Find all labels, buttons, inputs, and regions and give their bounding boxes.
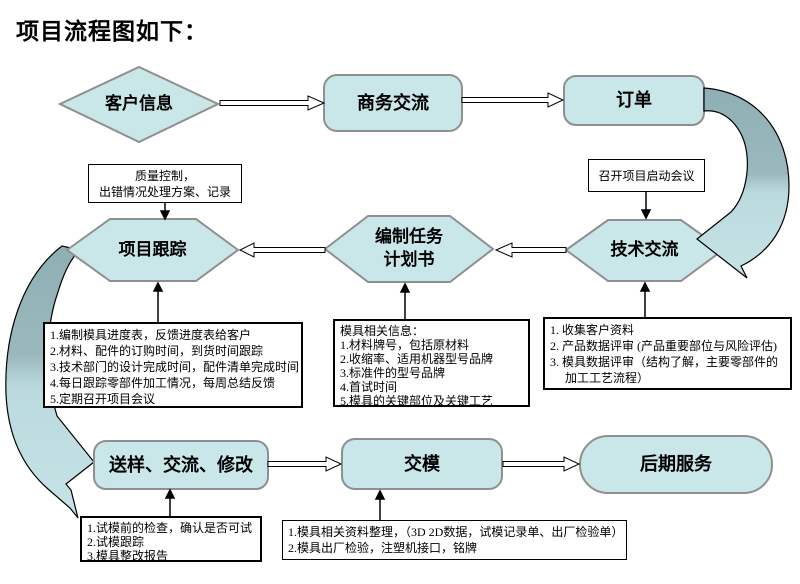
node-label-sample-communication: 送样、交流、修改 xyxy=(109,454,253,475)
note-line: 加工工艺流程） xyxy=(550,371,650,385)
mold-info-notes: 模具相关信息： 1.材料牌号，包括原材料 2.收缩率、适用机器型号品牌 3.标准… xyxy=(333,319,530,408)
note-line: 5.定期召开项目会议 xyxy=(50,392,156,406)
quality-control-note: 质量控制， 出错情况处理方案、记录 xyxy=(88,164,242,203)
arrowhead-moldinfo-to-taskplan xyxy=(399,282,411,293)
arrowhead-trialdetails-to-sample xyxy=(164,488,176,499)
node-label-mold-delivery: 交模 xyxy=(404,453,440,474)
note-line: 1.模具相关资料整理，（3D 2D数据，试模记录单、出厂检验单） xyxy=(288,525,624,539)
curved-arrow-tracking-to-sample xyxy=(5,245,95,519)
note-line: 5.模具的关键部位及关键工艺 xyxy=(340,394,494,408)
note-line: 1.材料牌号，包括原材料 xyxy=(340,338,470,352)
arrow-delivery-to-service xyxy=(502,456,581,472)
note-line: 出错情况处理方案、记录 xyxy=(98,184,231,199)
project-tracking-hexagon xyxy=(65,218,240,282)
note-line: 1. 收集客户资料 xyxy=(550,323,635,337)
customer-info-diamond xyxy=(57,65,221,144)
note-line: 2. 产品数据评审 (产品重要部位与风险评估) xyxy=(550,339,777,353)
node-label-technical-communication: 技术交流 xyxy=(610,240,679,260)
task-plan-line1: 编制任务 xyxy=(375,227,443,247)
note-line: 3.技术部门的设计完成时间，配件清单完成时间 xyxy=(50,360,300,374)
note-line: 1.编制模具进度表，反馈进度表给客户 xyxy=(50,328,252,342)
node-label-customer-info: 客户信息 xyxy=(105,93,173,113)
arrow-taskplan-to-tracking xyxy=(238,242,326,258)
page-title: 项目流程图如下： xyxy=(16,19,208,44)
after-service-stadium xyxy=(579,435,773,494)
arrowhead-quality-to-tracking xyxy=(159,210,171,221)
kickoff-meeting-note: 召开项目启动会议 xyxy=(588,159,705,192)
arrow-technical-to-taskplan xyxy=(494,242,567,258)
note-line: 4.每日跟踪零部件加工情况，每周总结反馈 xyxy=(50,376,276,390)
node-label-after-service: 后期服务 xyxy=(640,454,712,475)
arrow-sample-to-delivery xyxy=(267,456,343,472)
note-line: 质量控制， xyxy=(134,168,195,183)
arrow-business-to-order xyxy=(461,92,565,108)
note-line: 2.试模跟踪 xyxy=(87,535,145,549)
note-line: 召开项目启动会议 xyxy=(598,169,695,183)
note-line: 4.首试时间 xyxy=(340,380,398,394)
note-line: 3.模具整改报告 xyxy=(87,549,169,563)
arrow-customer-to-business xyxy=(219,95,326,111)
node-label-business-communication: 商务交流 xyxy=(357,92,429,113)
node-label-project-tracking: 项目跟踪 xyxy=(118,239,187,259)
arrowhead-techdetails-to-technical xyxy=(639,281,651,292)
project-tracking-notes: 1.编制模具进度表，反馈进度表给客户 2.材料、配件的订购时间，到货时间跟踪 3… xyxy=(43,322,303,408)
note-line: 模具相关信息： xyxy=(340,324,425,338)
trial-notes: 1.试模前的检查，确认是否可试 2.试模跟踪 3.模具整改报告 xyxy=(80,516,262,563)
task-plan-line2: 计划书 xyxy=(383,250,435,269)
curved-arrow-order-to-technical xyxy=(696,87,790,279)
node-label-order: 订单 xyxy=(616,90,652,111)
note-line: 3.标准件的型号品牌 xyxy=(340,366,446,380)
arrowhead-deliverydetails-to-delivery xyxy=(374,489,386,500)
note-line: 2.材料、配件的订购时间，到货时间跟踪 xyxy=(50,344,264,358)
technical-communication-notes: 1. 收集客户资料 2. 产品数据评审 (产品重要部位与风险评估) 3. 模具数… xyxy=(543,317,792,390)
task-plan-hexagon xyxy=(323,215,495,283)
note-line: 2.模具出厂检验，注塑机接口，铭牌 xyxy=(288,541,478,555)
delivery-notes: 1.模具相关资料整理，（3D 2D数据，试模记录单、出厂检验单） 2.模具出厂检… xyxy=(282,520,627,560)
note-line: 1.试模前的检查，确认是否可试 xyxy=(87,521,253,535)
node-label-task-plan: 编制任务 计划书 xyxy=(325,216,493,282)
arrowhead-kickoff-to-technical xyxy=(640,209,652,220)
note-line: 3. 模具数据评审（结构了解，主要零部件的 xyxy=(550,355,779,369)
note-line: 2.收缩率、适用机器型号品牌 xyxy=(340,352,494,366)
arrowhead-trackingnotes-to-tracking xyxy=(152,281,164,292)
